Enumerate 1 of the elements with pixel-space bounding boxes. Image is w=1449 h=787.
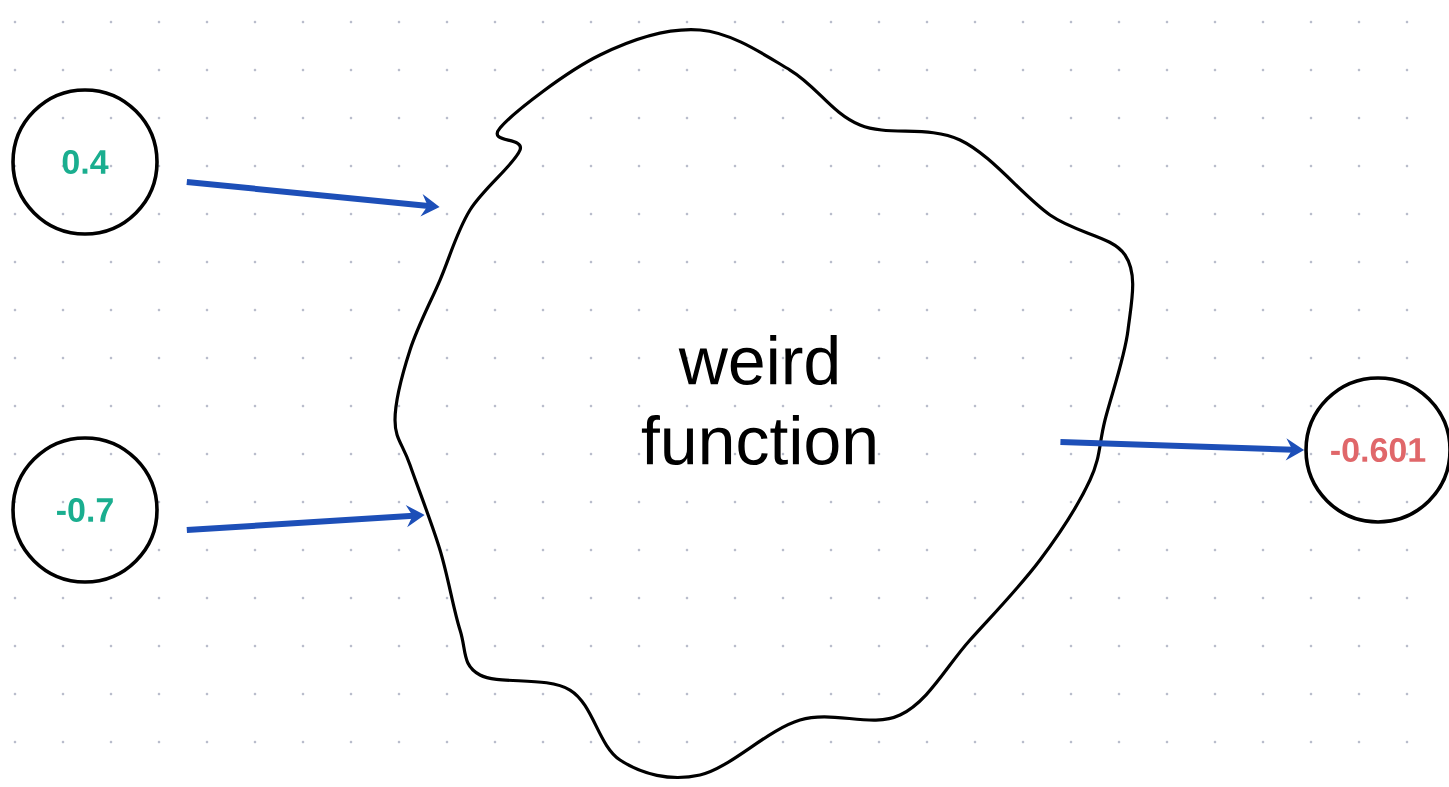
- function-blob: weird function: [393, 28, 1135, 780]
